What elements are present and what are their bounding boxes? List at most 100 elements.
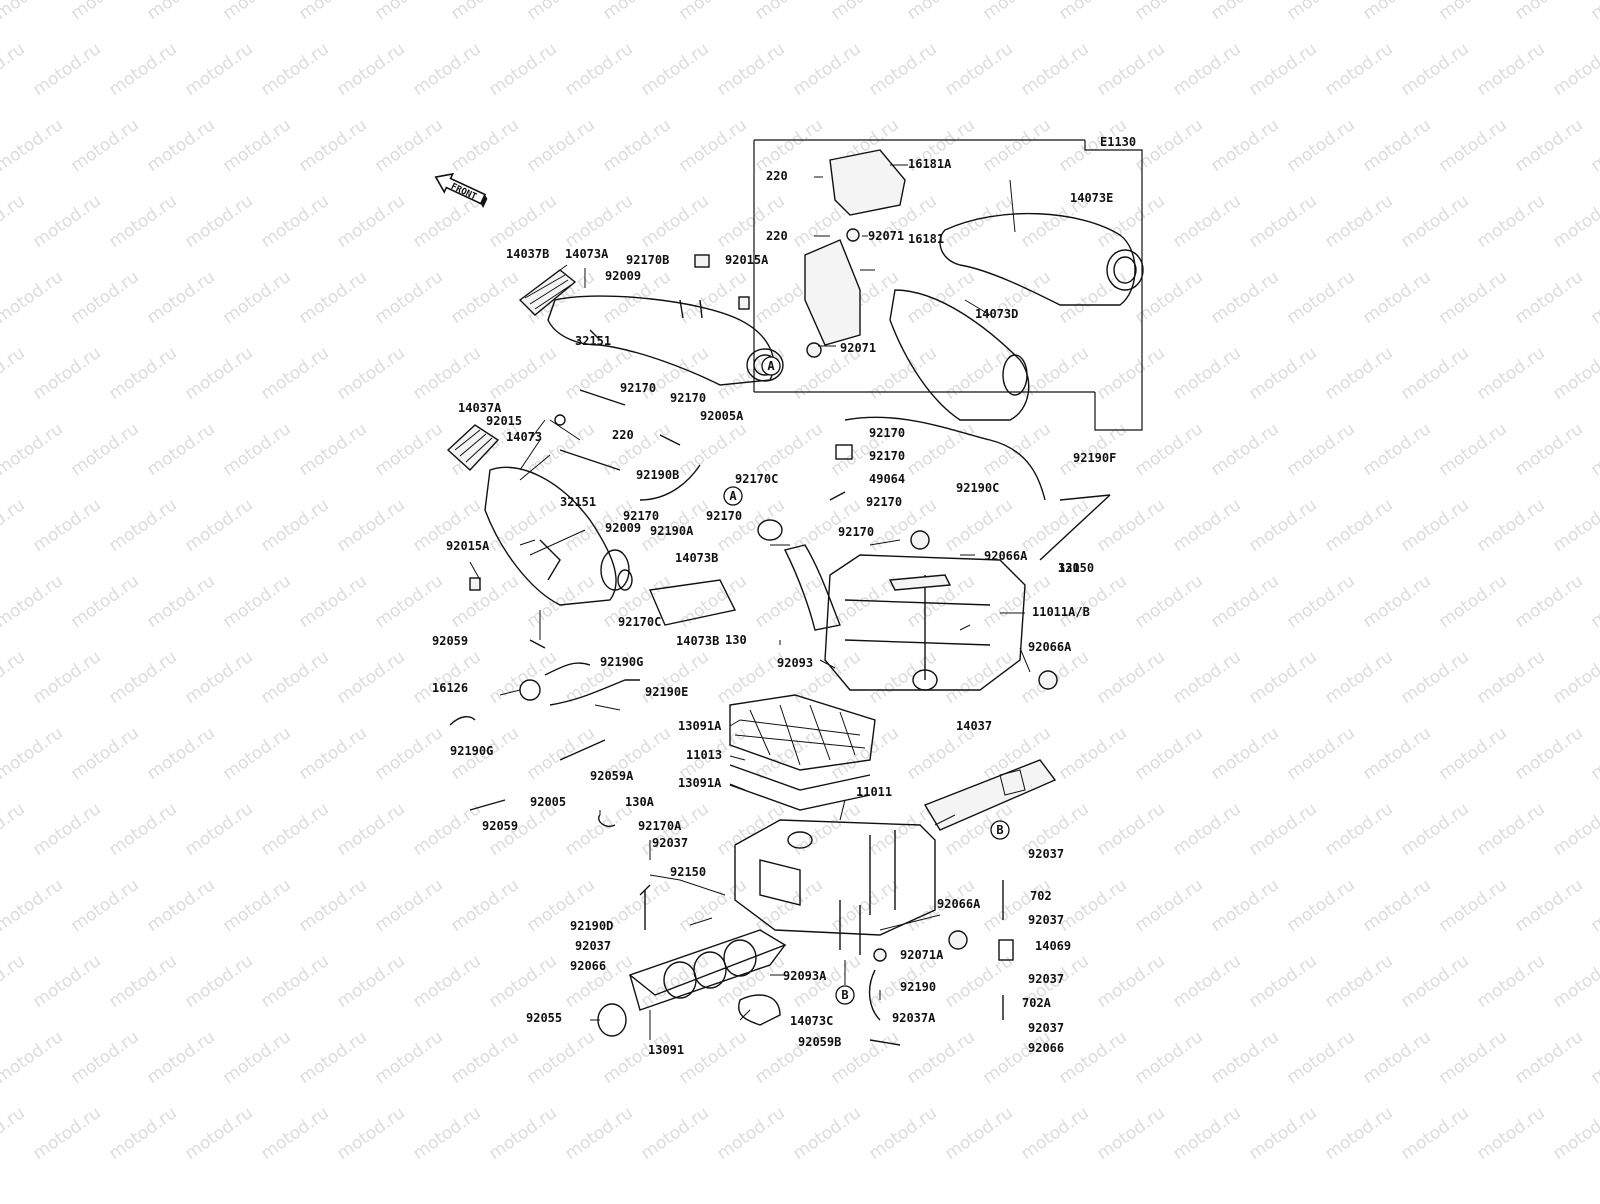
- part-number-label: 92059A: [590, 769, 634, 783]
- watermark-text: motod.ru: [979, 571, 1054, 632]
- part-number-label: 92071: [868, 229, 904, 243]
- part-number-label: 92190G: [450, 744, 493, 758]
- watermark-text: motod.ru: [1359, 419, 1434, 480]
- watermark-text: motod.ru: [333, 495, 408, 556]
- watermark-text: motod.ru: [637, 39, 712, 100]
- watermark-text: motod.ru: [1207, 0, 1282, 24]
- watermark-text: motod.ru: [105, 495, 180, 556]
- watermark-text: motod.ru: [181, 39, 256, 100]
- watermark-text: motod.ru: [1511, 419, 1586, 480]
- watermark-text: motod.ru: [371, 419, 446, 480]
- watermark-text: motod.ru: [1207, 267, 1282, 328]
- part-number-label: 16181: [908, 232, 944, 246]
- ref-marker-circle: [835, 985, 855, 1005]
- part-number-label: 14073D: [975, 307, 1018, 321]
- watermark-text: motod.ru: [1321, 191, 1396, 252]
- part-number-label: 11013: [686, 748, 722, 762]
- watermark-text: motod.ru: [1093, 495, 1168, 556]
- watermark-text: motod.ru: [485, 343, 560, 404]
- part-number-label: 92170: [869, 426, 905, 440]
- watermark-text: motod.ru: [789, 1103, 864, 1164]
- air-cleaner-lower-housing: [734, 819, 936, 955]
- watermark-text: motod.ru: [257, 343, 332, 404]
- watermark-text: motod.ru: [0, 191, 29, 252]
- watermark-text: motod.ru: [143, 419, 218, 480]
- part-number-label: 14073C: [790, 1014, 833, 1028]
- watermark-text: motod.ru: [1169, 191, 1244, 252]
- part-number-label: 92190D: [570, 919, 613, 933]
- watermark-text: motod.ru: [1435, 571, 1510, 632]
- watermark-text: motod.ru: [675, 571, 750, 632]
- part-number-label: 92037: [1028, 847, 1064, 861]
- watermark-text: motod.ru: [1587, 723, 1600, 784]
- part-number-label: 92059: [432, 634, 468, 648]
- watermark-text: motod.ru: [485, 951, 560, 1012]
- watermark-text: motod.ru: [1435, 723, 1510, 784]
- watermark-text: motod.ru: [333, 39, 408, 100]
- watermark-text: motod.ru: [257, 39, 332, 100]
- watermark-text: motod.ru: [333, 1103, 408, 1164]
- watermark-text: motod.ru: [143, 267, 218, 328]
- watermark-text: motod.ru: [0, 39, 29, 100]
- o-ring-92055: [597, 1003, 627, 1037]
- part-number-label: 220: [766, 229, 788, 243]
- part-number-label: 92015A: [446, 539, 490, 553]
- watermark-text: motod.ru: [979, 1027, 1054, 1088]
- watermark-text: motod.ru: [979, 115, 1054, 176]
- watermark-text: motod.ru: [295, 571, 370, 632]
- watermark-text: motod.ru: [1055, 875, 1130, 936]
- watermark-text: motod.ru: [1169, 799, 1244, 860]
- watermark-text: motod.ru: [409, 799, 484, 860]
- watermark-text: motod.ru: [447, 571, 522, 632]
- watermark-text: motod.ru: [1397, 495, 1472, 556]
- watermark-text: motod.ru: [903, 0, 978, 24]
- watermark-text: motod.ru: [1473, 647, 1548, 708]
- part-number-label: 702: [1030, 889, 1052, 903]
- part-number-label: 92190B: [636, 468, 679, 482]
- watermark-text: motod.ru: [29, 343, 104, 404]
- part-number-label: 92059B: [798, 1035, 841, 1049]
- watermark-text: motod.ru: [637, 191, 712, 252]
- ref-marker-circle: [761, 356, 781, 376]
- watermark-text: motod.ru: [751, 0, 826, 24]
- watermark-text: motod.ru: [941, 495, 1016, 556]
- watermark-text: motod.ru: [1169, 951, 1244, 1012]
- watermark-text: motod.ru: [1093, 1103, 1168, 1164]
- watermark-text: motod.ru: [67, 0, 142, 24]
- part-number-label: 14069: [1035, 939, 1071, 953]
- part-number-label: 92190F: [1073, 451, 1116, 465]
- air-filter-element: [729, 694, 876, 811]
- watermark-text: motod.ru: [675, 0, 750, 24]
- watermark-text: motod.ru: [371, 115, 446, 176]
- watermark-text: motod.ru: [1473, 951, 1548, 1012]
- part-number-label: 14073: [506, 430, 542, 444]
- mesh-screen-14037b: [518, 269, 577, 316]
- watermark-text: motod.ru: [29, 495, 104, 556]
- watermark-text: motod.ru: [1055, 419, 1130, 480]
- watermark-text: motod.ru: [1587, 571, 1600, 632]
- watermark-text: motod.ru: [979, 419, 1054, 480]
- watermark-text: motod.ru: [295, 267, 370, 328]
- watermark-text: motod.ru: [1511, 875, 1586, 936]
- clamp-92170c-upper: [757, 519, 783, 541]
- watermark-text: motod.ru: [1549, 39, 1600, 100]
- part-number-label: 14073B: [676, 634, 719, 648]
- part-number-label: 92059: [482, 819, 518, 833]
- watermark-text: motod.ru: [751, 419, 826, 480]
- part-number-label: 49064: [869, 472, 905, 486]
- watermark-text: motod.ru: [941, 191, 1016, 252]
- watermark-text: motod.ru: [1283, 571, 1358, 632]
- watermark-text: motod.ru: [903, 267, 978, 328]
- watermark-text: motod.ru: [1359, 1027, 1434, 1088]
- watermark-text: motod.ru: [1207, 115, 1282, 176]
- watermark-text: motod.ru: [1549, 951, 1600, 1012]
- watermark-text: motod.ru: [0, 647, 29, 708]
- part-number-label: 92066: [1028, 1041, 1064, 1055]
- watermark-text: motod.ru: [0, 495, 29, 556]
- watermark-text: motod.ru: [1245, 191, 1320, 252]
- part-number-label: 92009: [605, 521, 641, 535]
- part-number-label: 16126: [432, 681, 468, 695]
- watermark-text: motod.ru: [409, 647, 484, 708]
